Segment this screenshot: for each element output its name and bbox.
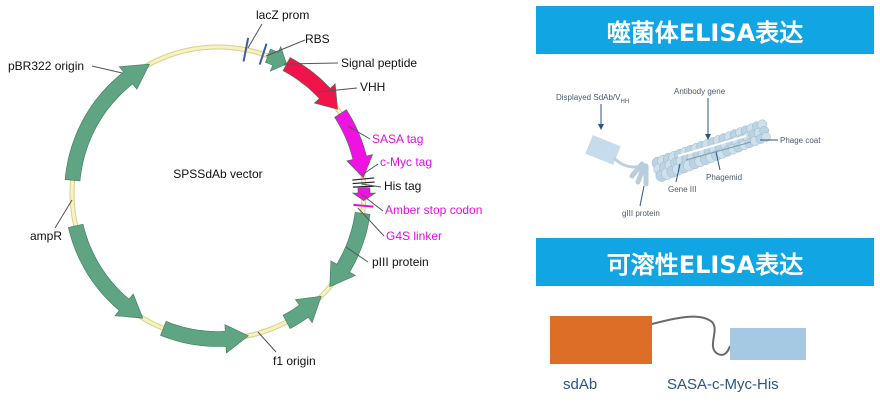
- tag-caption: SASA-c-Myc-His: [667, 376, 779, 393]
- label-gene-iii: Gene III: [668, 185, 696, 194]
- arrow-ampr: [68, 223, 144, 319]
- amber-stop-mark: [353, 203, 374, 208]
- lacz-promoter-mark: [242, 37, 250, 62]
- soluble-elisa-banner: 可溶性ELISA表达: [536, 238, 874, 286]
- label-pbr322-origin: pBR322 origin: [8, 59, 84, 73]
- arrow-vhh: [282, 57, 338, 110]
- arrow-signal-peptide: [265, 45, 287, 72]
- label-signal-peptide: Signal peptide: [341, 56, 417, 70]
- label-cmyc-tag: c-Myc tag: [380, 155, 432, 169]
- label-phagemid: Phagemid: [706, 173, 742, 182]
- leader-lines: [54, 23, 385, 353]
- coat-protein: [761, 132, 771, 142]
- g3p-fibers: [629, 161, 649, 187]
- svg-text:Displayed SdAb/VHH: Displayed SdAb/VHH: [556, 93, 629, 105]
- displayed-sdab-shape: [585, 135, 621, 165]
- plasmid-map: SPSSdAb vector lacZ prom RBS Signal pept…: [8, 8, 482, 368]
- label-amber-stop: Amber stop codon: [385, 203, 482, 217]
- label-ampr: ampR: [30, 229, 62, 243]
- cmyc-band: [352, 177, 375, 181]
- arrow-ampr-lower: [160, 321, 249, 354]
- label-rbs: RBS: [305, 32, 330, 46]
- phage-illustration: Displayed SdAb/VHH Antibody gene Phage c…: [556, 87, 821, 218]
- label-antibody-gene: Antibody gene: [674, 87, 726, 96]
- phage-elisa-banner: 噬菌体ELISA表达: [536, 6, 874, 54]
- label-his-tag: His tag: [384, 179, 421, 193]
- sdab-caption: sdAb: [563, 376, 598, 393]
- label-sasa-tag: SASA tag: [372, 132, 423, 146]
- his-band: [352, 181, 375, 185]
- label-piii-protein: pIII protein: [372, 255, 429, 269]
- label-lacz-prom: lacZ prom: [256, 8, 309, 22]
- arrow-f1-origin: [282, 295, 322, 329]
- label-g4s-linker: G4S linker: [386, 229, 442, 243]
- label-giii-protein: gIII protein: [622, 209, 660, 218]
- arrow-g4s-linker: [351, 187, 377, 201]
- label-phage-coat: Phage coat: [780, 136, 821, 145]
- label-displayed-sdab: Displayed SdAb/V: [556, 93, 621, 102]
- linker-line: [651, 315, 731, 356]
- rbs-mark: [258, 43, 268, 65]
- sdab-box: [550, 316, 652, 364]
- label-displayed-sub: HH: [620, 99, 629, 105]
- label-vhh: VHH: [360, 80, 385, 94]
- his-band-2: [352, 185, 375, 188]
- soluble-construct: [550, 315, 806, 364]
- tag-box: [730, 328, 806, 360]
- label-f1-origin: f1 origin: [273, 354, 316, 368]
- phagemid-strand: [677, 135, 747, 157]
- arrow-pbr322-origin: [64, 63, 151, 182]
- arrow-sasa-tag: [334, 109, 374, 179]
- vector-name: SPSSdAb vector: [173, 167, 262, 181]
